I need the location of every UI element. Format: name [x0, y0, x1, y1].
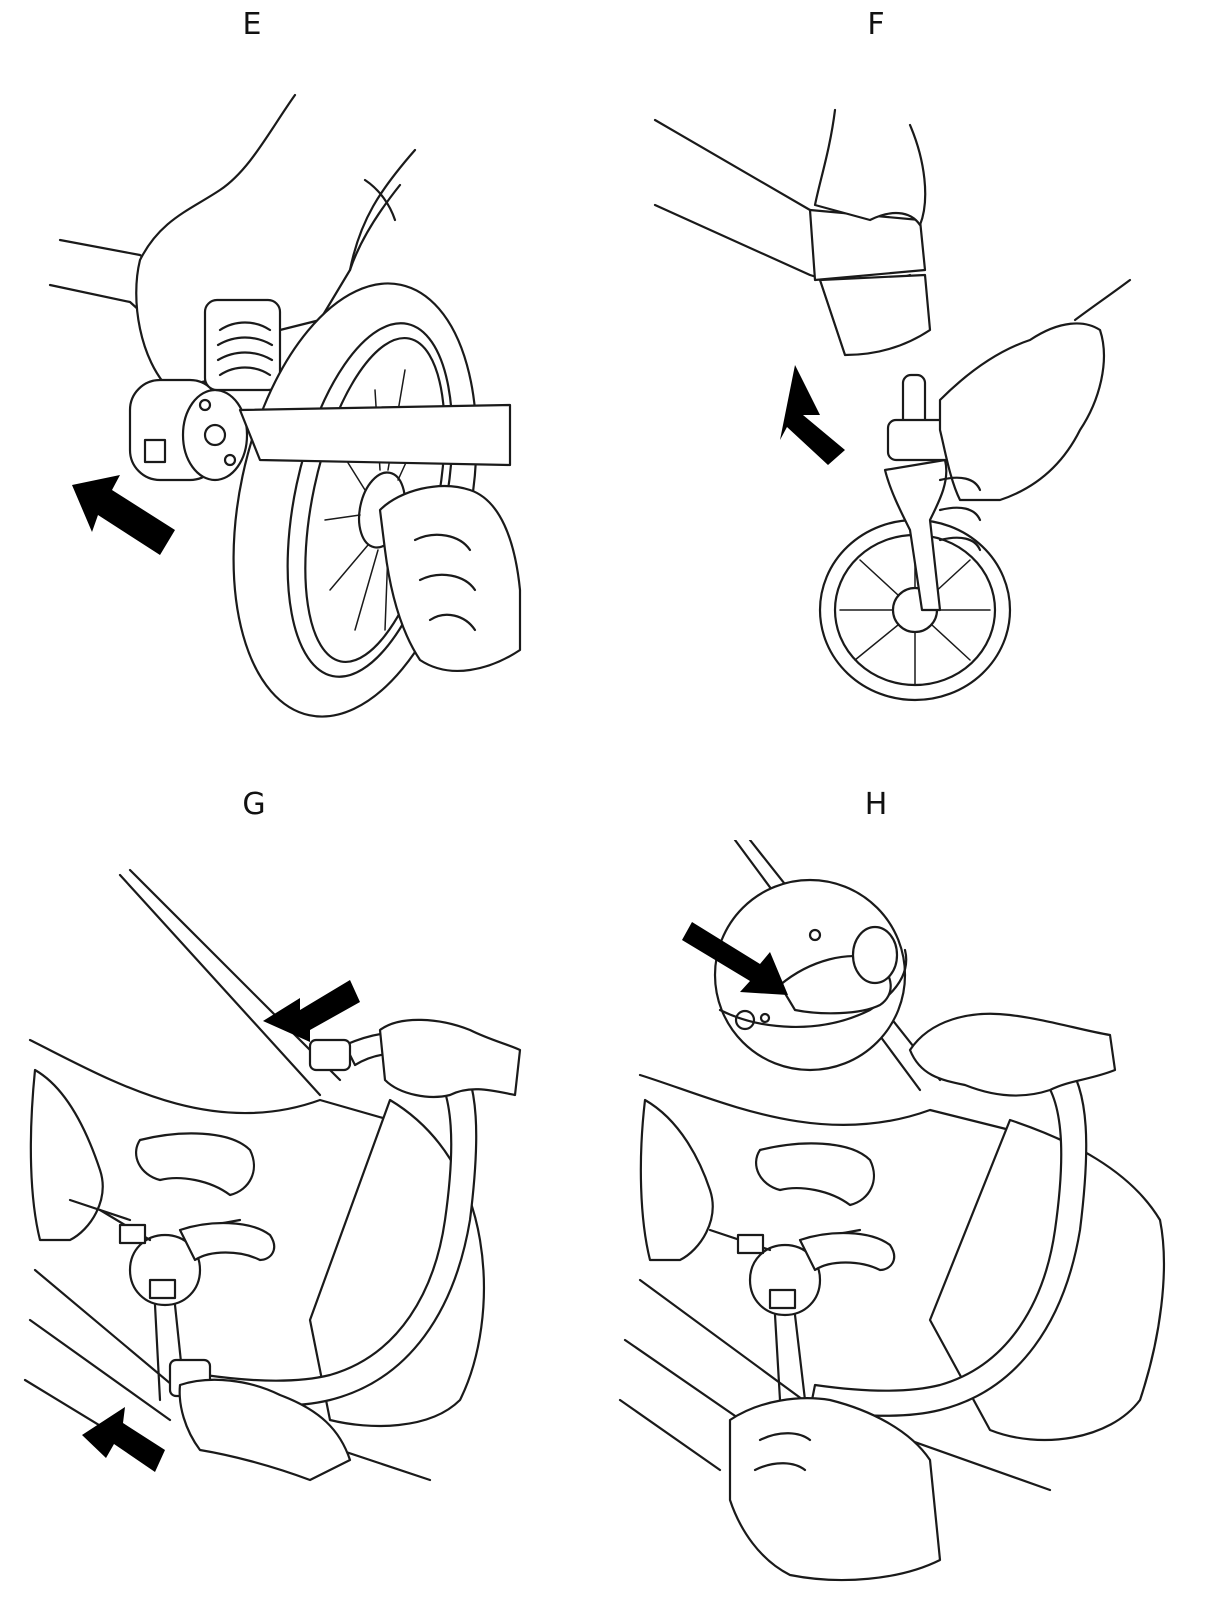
- panel-label-e: E: [242, 7, 262, 42]
- panel-label-g: G: [242, 787, 266, 822]
- panel-label-f: F: [867, 7, 885, 42]
- bumper-bar-release-drawing: [618, 840, 1166, 1582]
- panel-h-illustration: [610, 840, 1200, 1600]
- rear-wheel-removal-drawing: [48, 93, 522, 718]
- panel-f-illustration: [640, 70, 1180, 730]
- panel-label-h: H: [864, 787, 888, 822]
- bumper-bar-removal-drawing: [23, 868, 522, 1482]
- panel-g-illustration: [10, 840, 590, 1600]
- front-wheel-removal-drawing: [653, 108, 1132, 702]
- panel-e-illustration: [20, 70, 580, 730]
